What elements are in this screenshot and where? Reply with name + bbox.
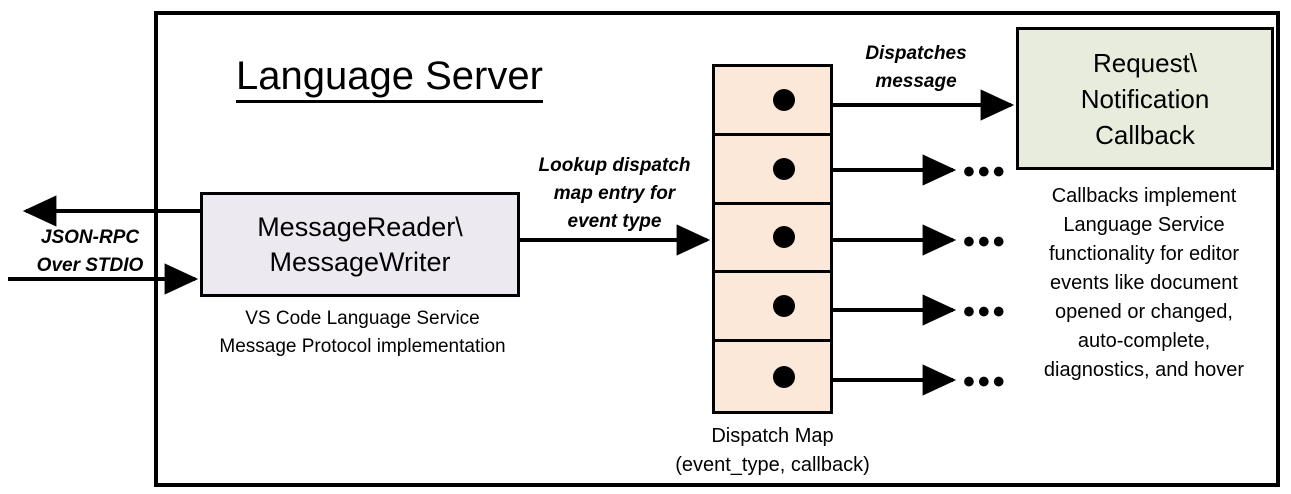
message-title-line1: MessageReader\ [257, 211, 463, 242]
dispatch-caption-line1: Dispatch Map [711, 425, 834, 447]
lookup-edge-label: Lookup dispatch map entry for event type [512, 152, 717, 236]
message-caption-line2: Message Protocol implementation [219, 336, 506, 357]
callback-caption-line6: auto-complete, [1077, 330, 1211, 352]
dispatch-map-table [712, 64, 833, 414]
entry-dot-icon [773, 365, 795, 388]
dispatch-map-caption: Dispatch Map (event_type, callback) [645, 422, 900, 480]
dispatch-label-line1: Dispatches [865, 43, 967, 64]
lookup-label-line3: event type [567, 211, 662, 232]
more-callbacks-row4: ••• [963, 293, 1008, 331]
callback-caption-line1: Callbacks implement [1051, 185, 1237, 207]
callback-caption-line5: opened or changed, [1055, 301, 1233, 323]
more-callbacks-row2: ••• [963, 153, 1008, 191]
dispatch-caption-line2: (event_type, callback) [675, 454, 870, 476]
page-title-text: Language Server [236, 54, 543, 103]
message-reader-writer-title: MessageReader\ MessageWriter [257, 210, 463, 280]
callback-title-line3: Callback [1095, 119, 1195, 150]
callback-caption-line2: Language Service [1063, 214, 1225, 236]
callback-caption-line7: diagnostics, and hover [1043, 359, 1245, 381]
dispatch-label-line2: message [875, 71, 957, 92]
message-title-line2: MessageWriter [269, 246, 451, 277]
protocol-label-line1: JSON-RPC [40, 227, 140, 248]
language-server-boundary [154, 11, 1280, 487]
protocol-label: JSON-RPC Over STDIO [20, 224, 160, 280]
callback-title-line2: Notification [1080, 83, 1210, 114]
entry-dot-icon [773, 295, 795, 318]
lookup-label-line1: Lookup dispatch [538, 155, 691, 176]
dispatch-edge-label: Dispatches message [836, 40, 996, 96]
entry-dot-icon [773, 157, 795, 180]
entry-dot-icon [773, 88, 795, 111]
callback-caption: Callbacks implement Language Service fun… [1008, 182, 1280, 385]
table-row [715, 205, 830, 274]
message-reader-writer-caption: VS Code Language Service Message Protoco… [190, 305, 535, 361]
table-row [715, 342, 830, 411]
message-reader-writer-box: MessageReader\ MessageWriter [200, 192, 520, 297]
entry-dot-icon [773, 226, 795, 249]
table-row [715, 136, 830, 205]
request-notification-callback-box: Request\ Notification Callback [1016, 27, 1274, 170]
callback-title-line1: Request\ [1092, 47, 1198, 78]
message-caption-line1: VS Code Language Service [245, 308, 480, 329]
more-callbacks-row5: ••• [963, 363, 1008, 401]
protocol-label-line2: Over STDIO [36, 255, 144, 276]
table-row [715, 67, 830, 136]
lookup-label-line2: map entry for [553, 183, 676, 204]
page-title: Language Server [236, 52, 576, 103]
callback-title: Request\ Notification Callback [1081, 45, 1210, 153]
table-row [715, 273, 830, 343]
callback-caption-line4: events like document [1050, 272, 1238, 294]
callback-caption-line3: functionality for editor [1048, 243, 1240, 265]
more-callbacks-row3: ••• [963, 223, 1008, 261]
